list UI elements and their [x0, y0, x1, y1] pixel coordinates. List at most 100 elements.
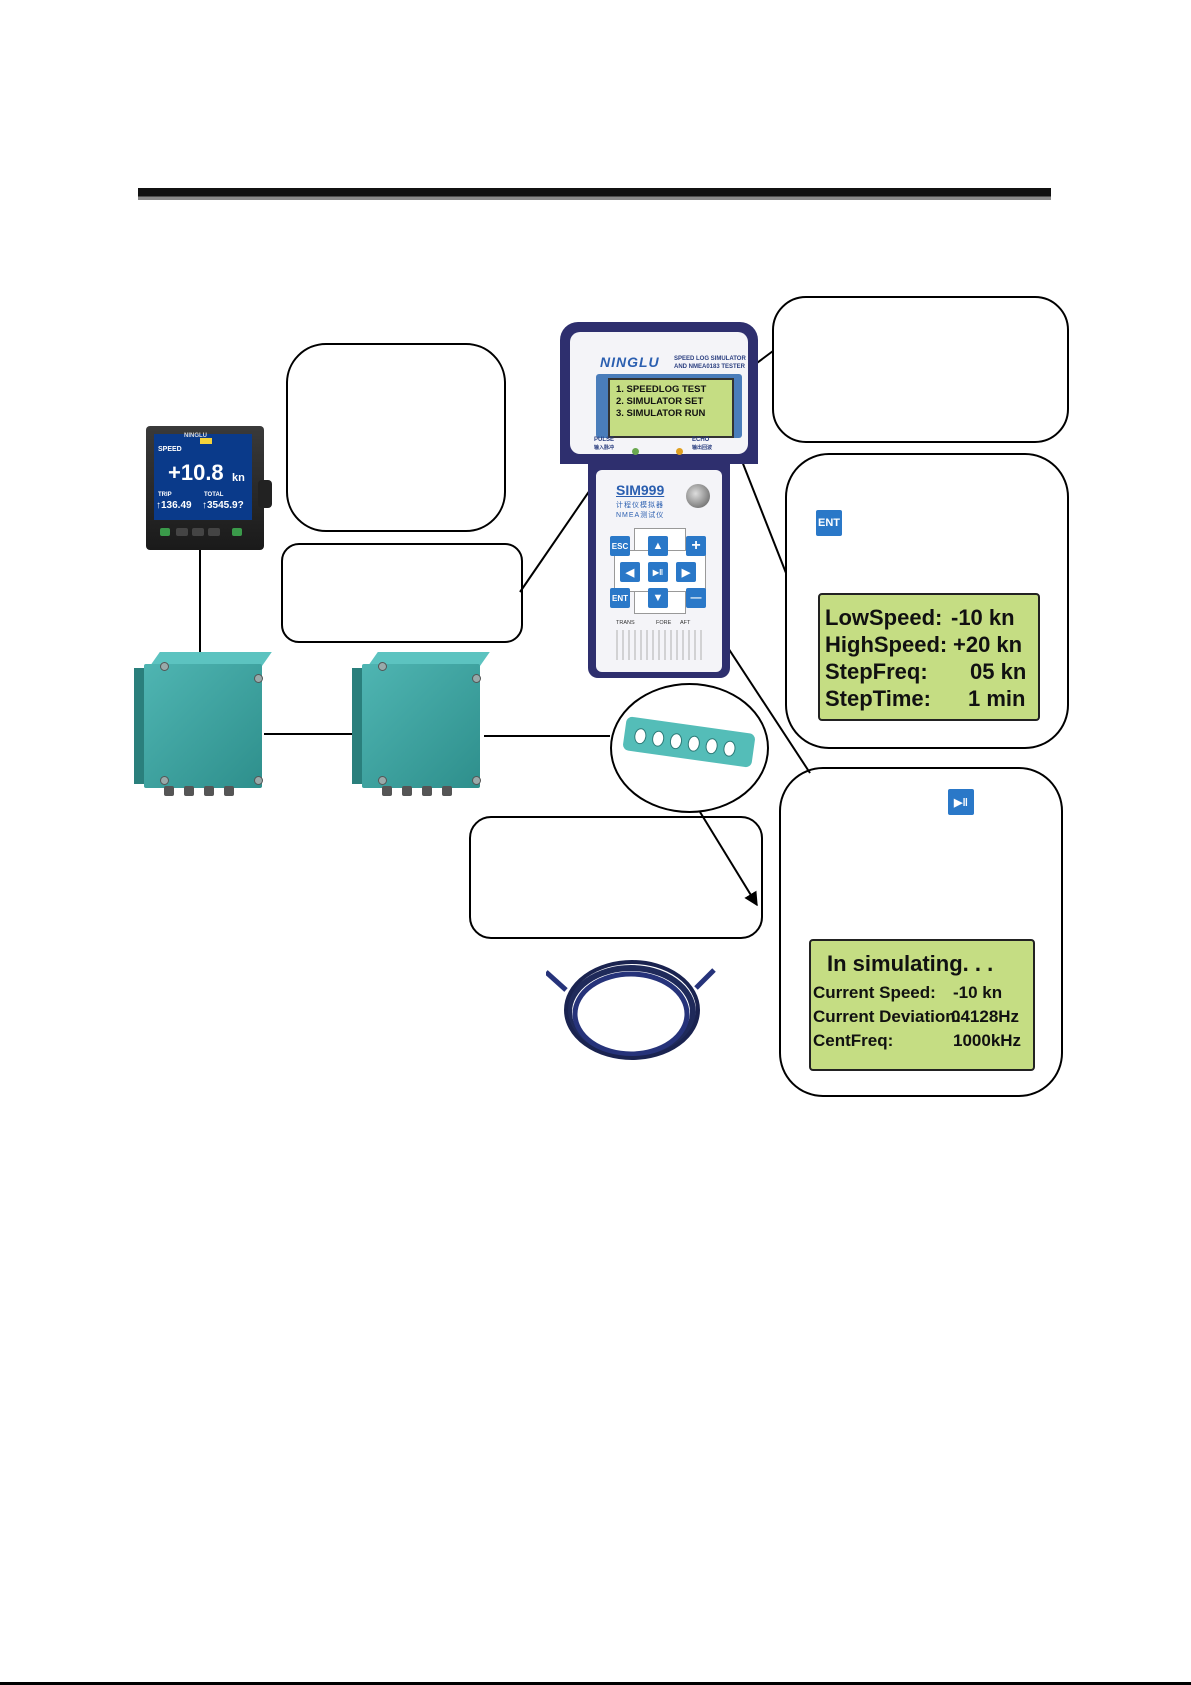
total-value: ↑3545.9? — [202, 500, 244, 511]
run-row-value: 04128Hz — [951, 1007, 1020, 1026]
trans-label: TRANS — [616, 620, 635, 626]
display-button-row — [156, 526, 252, 540]
screw — [378, 662, 387, 671]
display-button[interactable] — [192, 528, 204, 536]
screw — [472, 776, 481, 785]
pulse-sublabel: 输入脉冲 — [594, 445, 615, 451]
run-row-cent-freq: CentFreq: 1000kHz — [811, 1031, 1033, 1053]
connector-hole — [704, 737, 719, 755]
ent-icon: ENT — [816, 510, 842, 536]
speed-unit: kn — [232, 472, 245, 484]
tester-model: SIM999 — [616, 482, 665, 498]
marine-speed-display: NINGLU SPEED +10.8 kn TRIP TOTAL ↑136.49… — [146, 426, 272, 550]
fore-label: FORE — [656, 620, 672, 626]
run-callout-box: ▶‖ In simulating. . . Current Speed: -10… — [779, 767, 1063, 1097]
terminal-legend — [616, 630, 706, 660]
trip-label: TRIP — [158, 492, 172, 498]
cable-coil-image — [546, 960, 716, 1060]
junction-box-2 — [352, 652, 490, 796]
setup-row-label: StepTime: — [825, 686, 931, 711]
run-row-value: -10 kn — [953, 983, 1003, 1002]
footer-rule — [0, 1682, 1191, 1685]
setup-row-value: +20 kn — [953, 632, 1023, 657]
connector-link-line — [484, 735, 610, 737]
play-pause-button[interactable]: ▶‖ — [648, 562, 668, 582]
setup-row-value: 05 kn — [970, 659, 1027, 684]
echo-sublabel: 输出回波 — [692, 445, 713, 451]
cable-gland — [402, 786, 412, 796]
run-row-current-speed: Current Speed: -10 kn — [811, 983, 1033, 1005]
display-brand: NINGLU — [184, 433, 207, 439]
setup-row-value: -10 kn — [951, 605, 1015, 630]
menu-item: 3. SIMULATOR RUN — [616, 408, 706, 419]
setup-lcd-panel: LowSpeed: -10 kn HighSpeed: +20 kn StepF… — [818, 593, 1040, 721]
display-button[interactable] — [232, 528, 242, 536]
setup-row-low-speed: LowSpeed: -10 kn — [820, 605, 1038, 631]
connector-detail-oval — [610, 683, 769, 813]
connector-hole — [651, 729, 666, 748]
terminal-connector-strip — [622, 716, 756, 768]
up-button[interactable]: ▲ — [648, 536, 668, 556]
display-button[interactable] — [160, 528, 170, 536]
display-cable-line — [199, 550, 201, 658]
run-pointer-arrow — [714, 626, 811, 774]
junction-box-1 — [134, 652, 272, 796]
connector-pointer-arrow — [699, 811, 758, 907]
plus-button[interactable]: + — [686, 536, 706, 556]
echo-led-icon — [676, 448, 683, 455]
run-row-label: CentFreq: — [813, 1031, 894, 1050]
cable-gland — [422, 786, 432, 796]
tester-top-panel: NINGLU SPEED LOG SIMULATOR AND NMEA0183 … — [570, 332, 748, 455]
pulse-led-icon — [632, 448, 639, 455]
speed-value: +10.8 — [168, 460, 224, 485]
setup-row-value: 1 min — [968, 686, 1026, 711]
cable-gland — [184, 786, 194, 796]
echo-label: ECHO — [692, 437, 710, 443]
screw — [378, 776, 387, 785]
screw — [254, 776, 263, 785]
tester-callout-box — [281, 543, 523, 643]
ent-button[interactable]: ENT — [610, 588, 630, 608]
tester-top-housing: NINGLU SPEED LOG SIMULATOR AND NMEA0183 … — [560, 322, 758, 464]
run-row-label: Current Speed: — [813, 983, 936, 1002]
screw — [472, 674, 481, 683]
connector-hole — [722, 739, 737, 758]
display-mount-knob — [258, 480, 272, 508]
pulse-label: PULSE — [594, 437, 615, 443]
run-row-value: 1000kHz — [953, 1031, 1022, 1050]
tester-keypad-housing: SIM999 计程仪模拟器 NMEA测试仪 ESC ▲ + ◀ ▶‖ ▶ ENT… — [588, 464, 730, 678]
display-screen: NINGLU SPEED +10.8 kn TRIP TOTAL ↑136.49… — [154, 433, 252, 520]
run-title: In simulating. . . — [827, 951, 994, 976]
tester-header-line2: AND NMEA0183 TESTER — [674, 364, 746, 370]
header-rule — [138, 188, 1051, 200]
screw — [160, 662, 169, 671]
aft-label: AFT — [680, 620, 691, 626]
down-button[interactable]: ▼ — [648, 588, 668, 608]
sim999-tester-device: NINGLU SPEED LOG SIMULATOR AND NMEA0183 … — [560, 322, 758, 678]
display-housing: NINGLU SPEED +10.8 kn TRIP TOTAL ↑136.49… — [146, 426, 264, 550]
esc-button[interactable]: ESC — [610, 536, 630, 556]
setup-row-step-time: StepTime: 1 min — [820, 686, 1038, 712]
screw — [254, 674, 263, 683]
tester-model-sub-line2: NMEA测试仪 — [616, 512, 665, 519]
menu-item: 1. SPEEDLOG TEST — [616, 384, 707, 395]
display-button[interactable] — [208, 528, 220, 536]
display-callout-box — [286, 343, 506, 532]
connector-hole — [686, 734, 701, 753]
connector-hole — [633, 727, 648, 745]
run-row-label: Current Deviation: — [813, 1007, 962, 1026]
tester-rotary-knob[interactable] — [686, 484, 710, 508]
setup-row-high-speed: HighSpeed: +20 kn — [820, 632, 1038, 658]
play-pause-icon: ▶‖ — [948, 789, 974, 815]
speed-bar — [200, 438, 212, 444]
junction-side — [352, 668, 362, 784]
right-button[interactable]: ▶ — [676, 562, 696, 582]
minus-button[interactable]: — — [686, 588, 706, 608]
left-button[interactable]: ◀ — [620, 562, 640, 582]
display-button[interactable] — [176, 528, 188, 536]
trip-value: ↑136.49 — [156, 500, 192, 511]
setup-callout-box: ENT LowSpeed: -10 kn HighSpeed: +20 kn S… — [785, 453, 1069, 749]
cable-gland — [204, 786, 214, 796]
tester-model-sub: 计程仪模拟器 NMEA测试仪 — [616, 500, 664, 520]
tester-brand: NINGLU — [600, 354, 660, 370]
